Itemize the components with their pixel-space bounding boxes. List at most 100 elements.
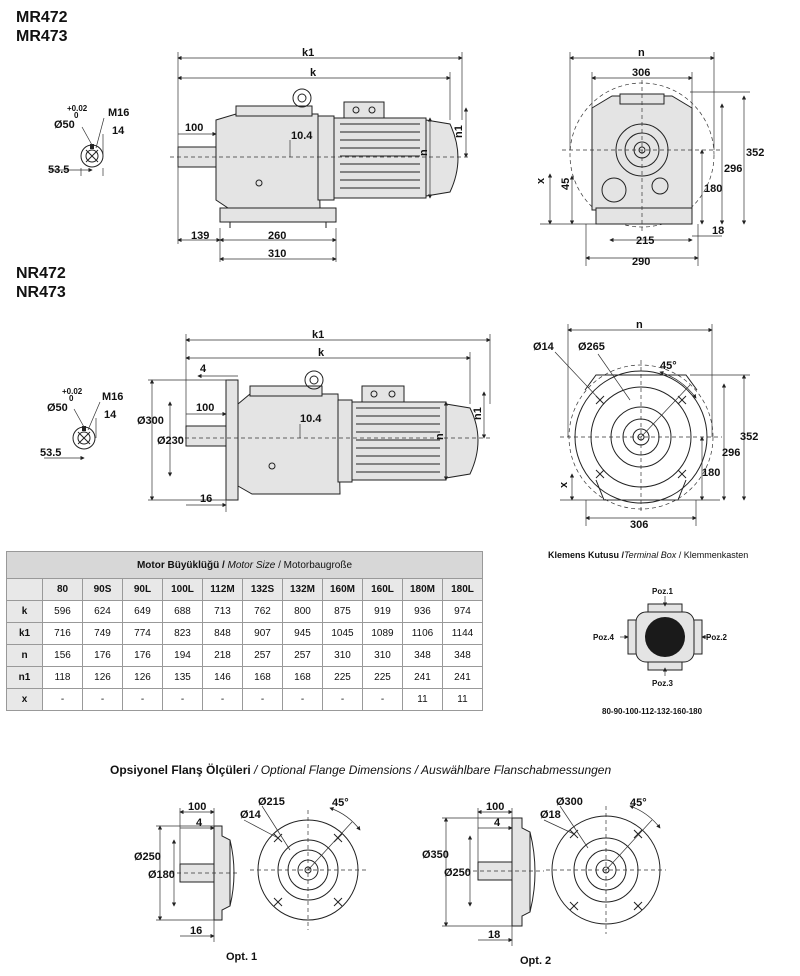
- nr-dim-n1: n1: [472, 407, 484, 420]
- title-mr473: MR473: [16, 28, 68, 45]
- opt1-dim-4: 4: [196, 817, 203, 829]
- nr-front-dim-45deg: 45°: [660, 360, 677, 372]
- motor-cell: 218: [202, 644, 243, 667]
- motor-cell: 11: [402, 688, 443, 711]
- motor-row-label: k: [6, 600, 43, 623]
- motor-cell: 241: [442, 666, 483, 689]
- motor-cell: -: [242, 688, 283, 711]
- opt2-dim-18h: Ø18: [540, 809, 561, 821]
- opt2-dim-45deg: 45°: [630, 797, 647, 809]
- motor-cell: 1106: [402, 622, 443, 645]
- opt1-dim-45deg: 45°: [332, 797, 349, 809]
- opt1-side-view: [156, 808, 240, 942]
- terminal-poz4: Poz.4: [593, 633, 614, 642]
- title-nr473: NR473: [16, 284, 66, 301]
- motor-cell: 716: [42, 622, 83, 645]
- motor-row-label: x: [6, 688, 43, 711]
- motor-cell: -: [322, 688, 363, 711]
- opt1-dim-16: 16: [190, 925, 202, 937]
- nr-dim-10-4: 10.4: [300, 413, 322, 425]
- motor-size-col-5: 132S: [242, 578, 283, 601]
- motor-cell: 156: [42, 644, 83, 667]
- opt2-dim-100: 100: [486, 801, 504, 813]
- nr-dim-k: k: [318, 347, 325, 359]
- mr-dim-310: 310: [268, 248, 286, 260]
- motor-cell: 875: [322, 600, 363, 623]
- nr-dim-300: Ø300: [137, 415, 164, 427]
- mr-dim-100: 100: [185, 122, 203, 134]
- motor-cell: 11: [442, 688, 483, 711]
- motor-cell: 749: [82, 622, 123, 645]
- nr-front-dim-14: Ø14: [533, 341, 555, 353]
- terminal-box-title: Klemens Kutusu /Terminal Box / Klemmenka…: [548, 550, 748, 560]
- motor-cell: 126: [122, 666, 163, 689]
- opt1-front-view: [243, 805, 366, 930]
- motor-cell: 800: [282, 600, 323, 623]
- opt1-dim-180: Ø180: [148, 869, 175, 881]
- motor-size-col-4: 112M: [202, 578, 243, 601]
- motor-cell: 688: [162, 600, 203, 623]
- motor-cell: -: [202, 688, 243, 711]
- motor-cell: 1045: [322, 622, 363, 645]
- nr-dim-4: 4: [200, 363, 207, 375]
- motor-cell: 713: [202, 600, 243, 623]
- nr-shaft-tol: +0.02: [62, 387, 83, 396]
- nr-front-dim-180: 180: [702, 467, 720, 479]
- mr-dim-n1: n1: [453, 125, 465, 138]
- mr-dim-139: 139: [191, 230, 209, 242]
- opt1-dim-100: 100: [188, 801, 206, 813]
- motor-cell: 257: [282, 644, 323, 667]
- motor-cell: 225: [362, 666, 403, 689]
- motor-row-label: n: [6, 644, 43, 667]
- mr-front-dim-18: 18: [712, 225, 724, 237]
- motor-cell: 649: [122, 600, 163, 623]
- mr-shaft-detail: +0.02 0 Ø50 M16 14 53.5: [48, 104, 129, 176]
- motor-cell: 348: [442, 644, 483, 667]
- title-mr472: MR472: [16, 9, 68, 26]
- motor-cell: 936: [402, 600, 443, 623]
- opt1-dim-215: Ø215: [258, 796, 285, 808]
- mr-dim-n: n: [418, 149, 430, 156]
- terminal-poz3: Poz.3: [652, 679, 673, 688]
- mr-dim-k1: k1: [302, 47, 314, 59]
- nr-dim-100: 100: [196, 402, 214, 414]
- opt2-dim-4: 4: [494, 817, 501, 829]
- title-nr472: NR472: [16, 265, 66, 282]
- motor-cell: 146: [202, 666, 243, 689]
- mr-front-view: n 306 352 296 180 45 x 18 215 290: [535, 47, 764, 268]
- mr-dim-10-4: 10.4: [291, 130, 313, 142]
- nr-shaft-m16: M16: [102, 391, 123, 403]
- motor-cell: 176: [122, 644, 163, 667]
- nr-front-dim-296: 296: [722, 447, 740, 459]
- mr-shaft-53-5: 53.5: [48, 164, 69, 176]
- motor-size-col-8: 160L: [362, 578, 403, 601]
- motor-cell: 823: [162, 622, 203, 645]
- opt2-dim-18: 18: [488, 929, 500, 941]
- mr-front-dim-352: 352: [746, 147, 764, 159]
- motor-cell: -: [282, 688, 323, 711]
- terminal-poz1: Poz.1: [652, 587, 673, 596]
- mr-shaft-m16: M16: [108, 107, 129, 119]
- opt1-dim-250: Ø250: [134, 851, 161, 863]
- nr-shaft-detail: +0.02 0 Ø50 M16 14 53.5: [40, 387, 123, 461]
- mr-shaft-tol: +0.02: [67, 104, 88, 113]
- nr-front-dim-n: n: [636, 319, 643, 331]
- terminal-sizes: 80-90-100-112-132-160-180: [602, 707, 703, 716]
- motor-cell: 241: [402, 666, 443, 689]
- motor-cell: -: [162, 688, 203, 711]
- mr-front-dim-180: 180: [704, 183, 722, 195]
- motor-cell: 848: [202, 622, 243, 645]
- nr-front-dim-352: 352: [740, 431, 758, 443]
- motor-size-col-6: 132M: [282, 578, 323, 601]
- size-row-corner: [6, 578, 43, 601]
- motor-cell: 348: [402, 644, 443, 667]
- mr-front-dim-290: 290: [632, 256, 650, 268]
- mr-front-dim-45: 45: [560, 178, 572, 190]
- motor-size-col-7: 160M: [322, 578, 363, 601]
